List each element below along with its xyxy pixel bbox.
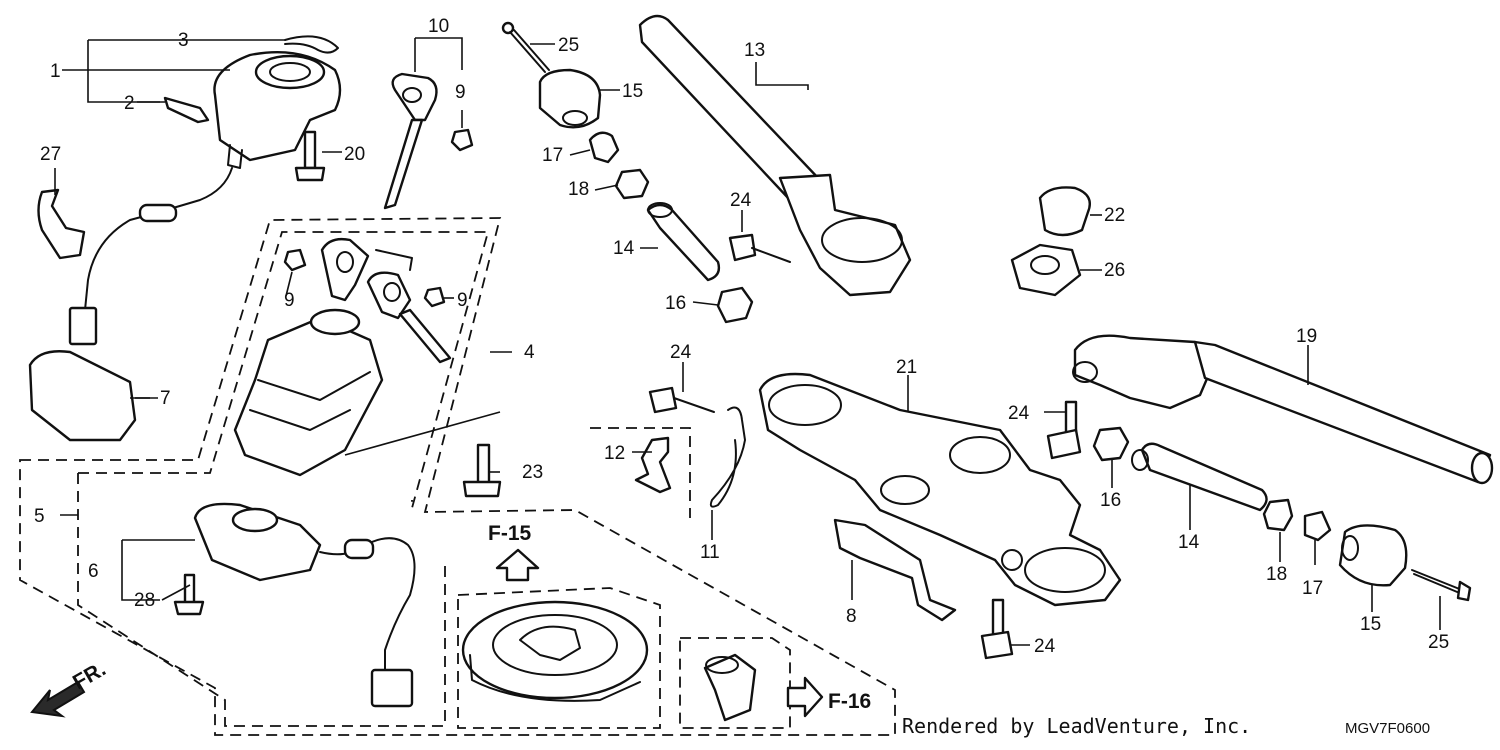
callout-12: 12 [604,443,625,464]
part-24-bolt-a [728,233,791,263]
fuel-cap-f15 [461,600,649,702]
part-14-rod-right [1131,442,1268,512]
callout-25-right: 25 [1428,632,1449,653]
callout-20: 20 [344,144,365,165]
part-3-circlip [284,35,339,54]
part-16-washer-left [716,286,754,324]
callout-16-right: 16 [1100,490,1121,511]
callout-26: 26 [1104,260,1125,281]
callout-13: 13 [744,40,765,61]
diagram-code: MGV7F0600 [1345,720,1430,737]
leader-lines [54,37,1441,646]
callout-23: 23 [522,462,543,483]
callout-9-b: 9 [284,290,295,311]
part-12-clip [634,436,672,494]
outline-group-4 [78,231,490,509]
part-2-bracket [163,96,210,124]
part-13-handlebar-left [638,14,912,297]
callout-18-right: 18 [1266,564,1287,585]
part-18-washer-right [1262,498,1294,532]
harness-grommet [138,203,178,223]
callout-24-c: 24 [1008,403,1030,424]
callout-17-left: 17 [542,145,563,166]
part-1-switch-cover [213,50,342,169]
callout-15-left: 15 [622,81,643,102]
part-17-collar-right [1303,510,1332,542]
part-19-handlebar-right [1072,334,1494,485]
harness-connector-upper [68,306,98,346]
callout-5: 5 [34,506,45,527]
callout-11: 11 [700,542,720,563]
credit-text: Rendered by LeadVenture, Inc. [902,714,1251,738]
callout-24-b: 24 [670,342,692,363]
callout-labels: 3 1 2 27 20 10 9 9 9 7 4 23 5 6 28 25 15… [34,16,1449,657]
f16-arrow [786,676,824,718]
part-27-clamp [37,188,86,260]
part-6-sensor [193,502,416,708]
part-16-washer-right [1092,426,1130,462]
part-8-bracket [833,518,957,622]
callout-15-right: 15 [1360,614,1381,635]
callout-17-right: 17 [1302,578,1323,599]
outline-group-5 [19,217,896,736]
callout-2: 2 [124,93,135,114]
callout-16-left: 16 [665,293,686,314]
part-10-key [383,72,438,210]
callout-8: 8 [846,606,857,627]
part-24-bolt-c [1046,400,1082,460]
callout-24-d: 24 [1034,636,1056,657]
part-26-nut [1010,243,1082,297]
part-20-screw [294,130,326,182]
callout-27: 27 [40,144,61,165]
part-15-bar-end-weight-left [538,68,602,129]
part-9-nut-b [283,248,307,272]
section-ref-f15[interactable]: F-15 [488,522,532,545]
callout-9-c: 9 [457,290,468,311]
part-15-bar-end-weight-right [1338,524,1408,587]
callout-10: 10 [428,16,449,37]
part-24-bolt-d [980,598,1014,660]
part-25-bolt-left [501,21,550,73]
part-25-bolt-right [1411,569,1472,602]
part-18-washer-left [614,168,650,200]
part-24-bolt-b [648,386,715,414]
callout-24-a: 24 [730,190,752,211]
f15-arrow [495,548,540,582]
fuel-part-f16 [703,653,757,722]
part-9-nut-c [423,286,446,308]
callout-1: 1 [50,61,61,82]
callout-14-right: 14 [1178,532,1200,553]
switch-harness [84,167,233,311]
callout-18-left: 18 [568,179,589,200]
part-9-nut-a [450,128,474,152]
callout-25-left: 25 [558,35,579,56]
part-17-collar-left [588,131,620,164]
front-arrow-icon [30,680,86,718]
part-21-top-bridge [758,372,1122,607]
outline-group-6 [77,473,446,727]
callout-14-left: 14 [613,238,635,259]
part-28-screw [173,573,205,616]
callout-6: 6 [88,561,99,582]
outline-f15-box [457,587,661,729]
callout-21: 21 [896,357,917,378]
outline-group-11 [590,427,691,518]
callout-19: 19 [1296,326,1317,347]
callout-22: 22 [1104,205,1125,226]
part-22-cap [1038,186,1092,237]
section-ref-f16[interactable]: F-16 [828,690,871,713]
part-4-ignition-switch [233,237,452,477]
callout-3: 3 [178,30,189,51]
part-11-clip [709,406,746,508]
part-23-bolt [462,443,502,498]
part-14-rod-left [646,202,721,282]
callout-9-a: 9 [455,82,466,103]
callout-4: 4 [524,342,535,363]
callout-7: 7 [160,388,171,409]
callout-28: 28 [134,590,155,611]
part-7-cover [28,350,137,442]
